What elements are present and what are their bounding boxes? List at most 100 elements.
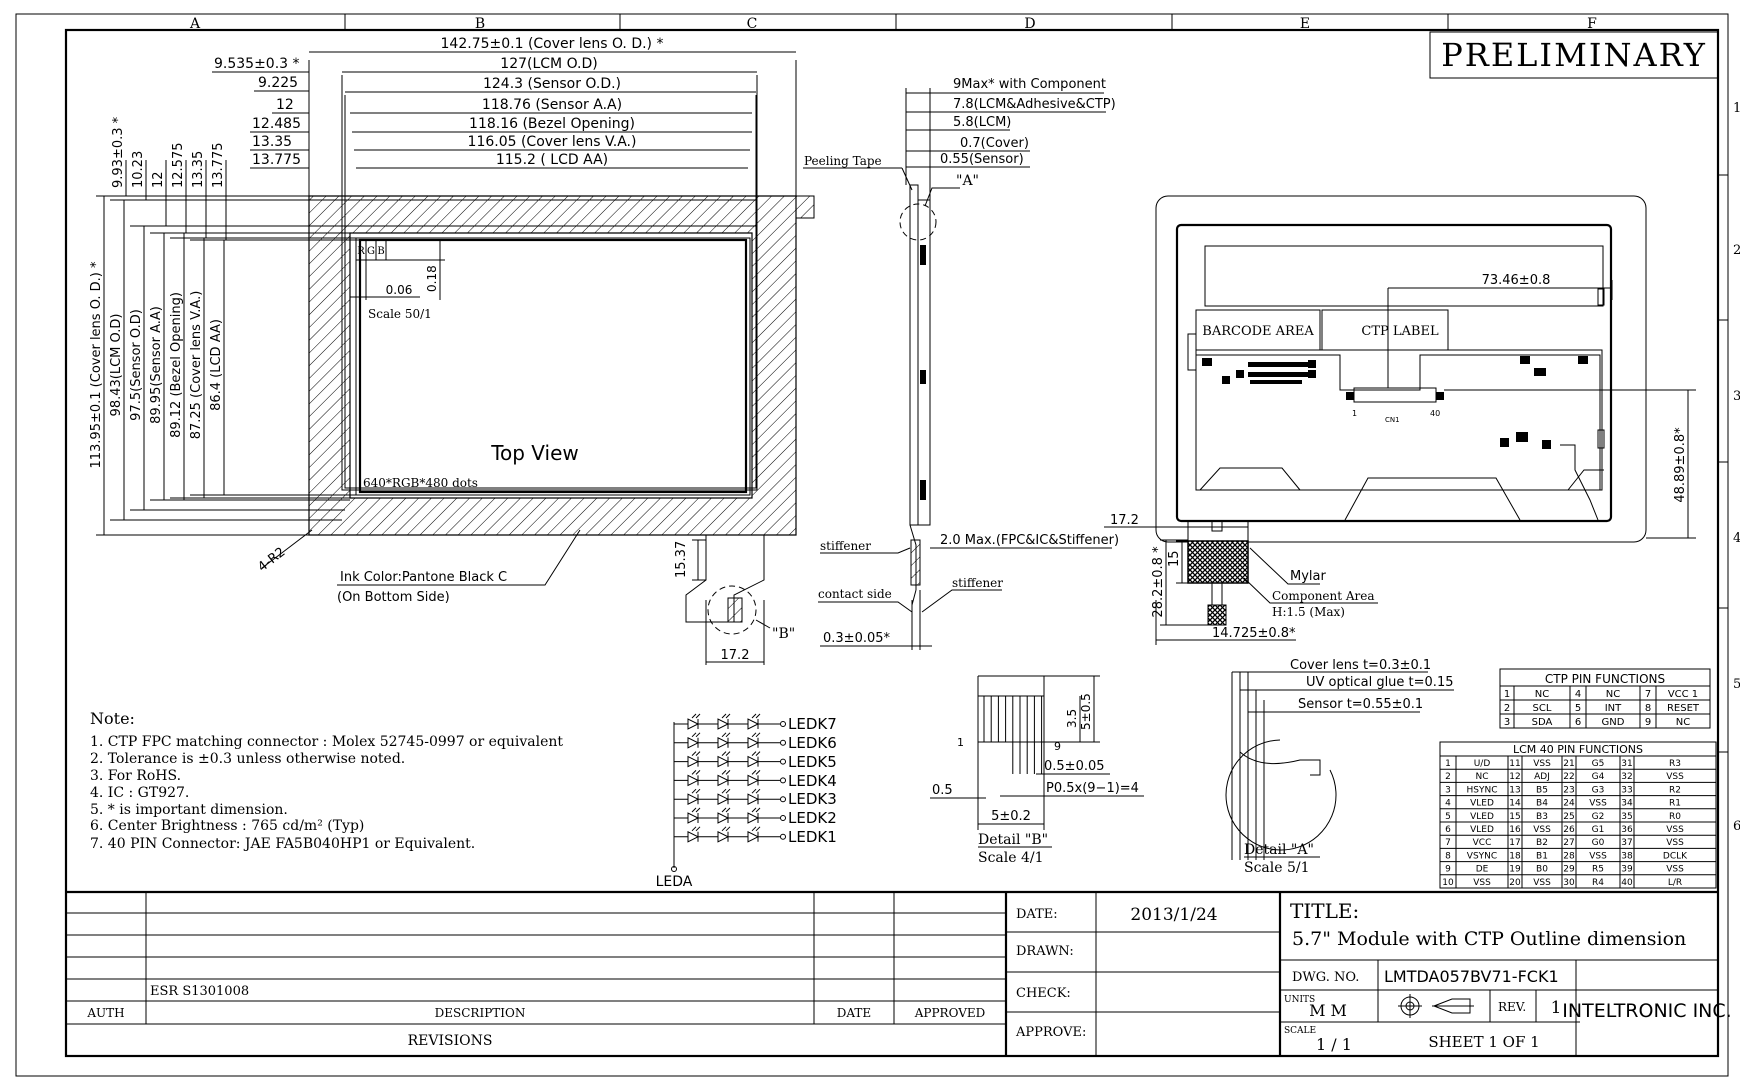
svg-text:Cover lens t=0.3±0.1: Cover lens t=0.3±0.1	[1290, 658, 1431, 673]
led-row	[674, 732, 786, 749]
top-view: R G B 0.06 0.18 Scale 50/1 Top View 640*…	[89, 36, 815, 665]
svg-text:118.16 (Bezel Opening): 118.16 (Bezel Opening)	[469, 116, 635, 132]
lcm-pin-cell: G5	[1592, 759, 1605, 769]
ctp-pin-cell: SDA	[1532, 717, 1553, 728]
svg-text:P0.5x(9−1)=4: P0.5x(9−1)=4	[1046, 781, 1139, 796]
svg-text:Scale 4/1: Scale 4/1	[978, 850, 1044, 866]
led-diode-icon	[687, 793, 700, 806]
lcm-pin-cell: VSS	[1473, 878, 1491, 888]
lcm-pin-cell: L/R	[1668, 878, 1682, 888]
svg-text:9.93±0.3 *: 9.93±0.3 *	[111, 116, 126, 188]
svg-text:7.8(LCM&Adhesive&CTP): 7.8(LCM&Adhesive&CTP)	[953, 97, 1116, 112]
zone-col-f: F	[1587, 16, 1597, 32]
lcm-pin-cell: 31	[1621, 759, 1632, 769]
svg-text:3. For RoHS.: 3. For RoHS.	[90, 768, 181, 784]
lcm-pin-cell: 12	[1509, 772, 1520, 782]
ctp-pin-cell: NC	[1676, 717, 1690, 728]
svg-text:Scale 50/1: Scale 50/1	[368, 307, 432, 321]
lcm-pin-cell: B0	[1536, 865, 1548, 875]
barcode-area-label: BARCODE AREA	[1202, 324, 1314, 339]
lcm-pin-cell: VSS	[1533, 878, 1551, 888]
svg-text:1. CTP FPC matching connector: 1. CTP FPC matching connector : Molex 52…	[90, 734, 563, 750]
led-diode-icon	[687, 830, 700, 843]
svg-text:DWG. NO.: DWG. NO.	[1292, 970, 1359, 985]
led-diode-icon	[687, 812, 700, 824]
svg-text:REVISIONS: REVISIONS	[408, 1033, 493, 1049]
svg-text:48.89±0.8*: 48.89±0.8*	[1673, 427, 1688, 503]
svg-text:Note:: Note:	[90, 709, 135, 728]
svg-text:0.18: 0.18	[425, 265, 439, 292]
zone-row-4: 4	[1733, 531, 1740, 546]
svg-text:DATE: DATE	[837, 1006, 871, 1020]
lcm-pin-cell: 14	[1509, 799, 1521, 809]
lcm-pin-cell: R3	[1669, 759, 1681, 769]
svg-text:7. 40 PIN Connector: JAE FA5B0: 7. 40 PIN Connector: JAE FA5B040HP1 or E…	[90, 836, 475, 852]
lcm-pin-cell: VSYNC	[1467, 851, 1497, 861]
led-diode-icon	[687, 736, 700, 749]
svg-text:2.0 Max.(FPC&IC&Stiffener): 2.0 Max.(FPC&IC&Stiffener)	[940, 533, 1119, 548]
projection-symbol	[1398, 994, 1474, 1018]
led-row	[674, 770, 786, 787]
svg-text:115.2 ( LCD AA): 115.2 ( LCD AA)	[496, 152, 608, 168]
led-diode-icon	[717, 793, 730, 806]
svg-text:Detail "A": Detail "A"	[1244, 842, 1314, 858]
svg-text:TITLE:: TITLE:	[1290, 899, 1359, 923]
svg-text:15.37: 15.37	[674, 541, 689, 578]
svg-text:86.4 (LCD AA): 86.4 (LCD AA)	[209, 319, 224, 411]
ctp-pin-cell: NC	[1535, 689, 1549, 700]
svg-text:B: B	[377, 246, 384, 257]
zone-col-c: C	[747, 16, 758, 32]
lcm-pin-cell: 6	[1445, 825, 1451, 835]
svg-text:12.485: 12.485	[252, 116, 301, 132]
corner-radius-label: 4-R2	[255, 545, 288, 575]
svg-text:M M: M M	[1309, 1001, 1347, 1020]
revision-entry: ESR S1301008	[150, 984, 249, 999]
frame-ticks	[344, 14, 1728, 753]
svg-text:13.775: 13.775	[211, 143, 226, 189]
svg-text:0.3±0.05*: 0.3±0.05*	[823, 631, 891, 646]
led-row	[674, 807, 786, 824]
ctp-pin-cell: 6	[1575, 717, 1581, 728]
zone-col-b: B	[475, 16, 485, 32]
svg-text:12.575: 12.575	[171, 143, 186, 189]
ctp-pin-cell: 3	[1504, 717, 1510, 728]
zone-col-e: E	[1300, 16, 1310, 32]
lcm-pin-cell: 13	[1509, 785, 1520, 795]
svg-text:2. Tolerance is ±0.3 unless ot: 2. Tolerance is ±0.3 unless otherwise no…	[90, 751, 405, 767]
svg-text:0.55(Sensor): 0.55(Sensor)	[940, 152, 1024, 167]
svg-text:0.5: 0.5	[932, 783, 953, 798]
ctp-label-label: CTP LABEL	[1361, 324, 1439, 339]
led-diode-icon	[717, 736, 730, 749]
svg-text:"B": "B"	[772, 626, 795, 642]
svg-text:127(LCM O.D): 127(LCM O.D)	[500, 56, 597, 72]
svg-text:40: 40	[1430, 409, 1440, 418]
lcm-pin-cell: G2	[1592, 812, 1605, 822]
ctp-pin-cell: NC	[1606, 689, 1620, 700]
lcm-pin-cell: VSS	[1589, 799, 1607, 809]
vertical-dimensions: 113.95±0.1 (Cover lens O. D.) * 98.43(LC…	[89, 196, 360, 536]
lcm-pin-cell: 22	[1563, 772, 1574, 782]
lcm-pin-cell: 3	[1445, 785, 1451, 795]
svg-text:98.43(LCM O.D): 98.43(LCM O.D)	[109, 314, 124, 417]
preliminary-stamp: PRELIMINARY	[1429, 31, 1719, 79]
back-view: BARCODE AREA CTP LABEL 1 CN1 40 73.46±0.…	[1104, 195, 1696, 645]
svg-text:1: 1	[1352, 409, 1357, 418]
ctp-pin-cell: VCC 1	[1668, 689, 1698, 700]
lcm-pin-cell: DE	[1476, 865, 1489, 875]
lcm-pin-cell: 38	[1621, 851, 1633, 861]
lcm-pin-cell: 40	[1621, 878, 1633, 888]
led-diode-icon	[747, 793, 760, 806]
ctp-pin-cell: 2	[1504, 703, 1510, 714]
lcm-pin-cell: 29	[1563, 865, 1575, 875]
led-circuit: LEDA LEDK7 LEDK6 LEDK5 LEDK4 LEDK3 LEDK2…	[656, 713, 837, 890]
svg-text:LEDK5: LEDK5	[788, 753, 837, 771]
svg-text:10.23: 10.23	[131, 151, 146, 188]
lcm-pin-cell: VLED	[1470, 799, 1494, 809]
svg-text:87.25 (Cover lens V.A.): 87.25 (Cover lens V.A.)	[189, 291, 204, 440]
svg-text:LEDA: LEDA	[656, 874, 693, 890]
ctp-pin-cell: 9	[1645, 717, 1651, 728]
lcm-pin-cell: 10	[1442, 878, 1454, 888]
